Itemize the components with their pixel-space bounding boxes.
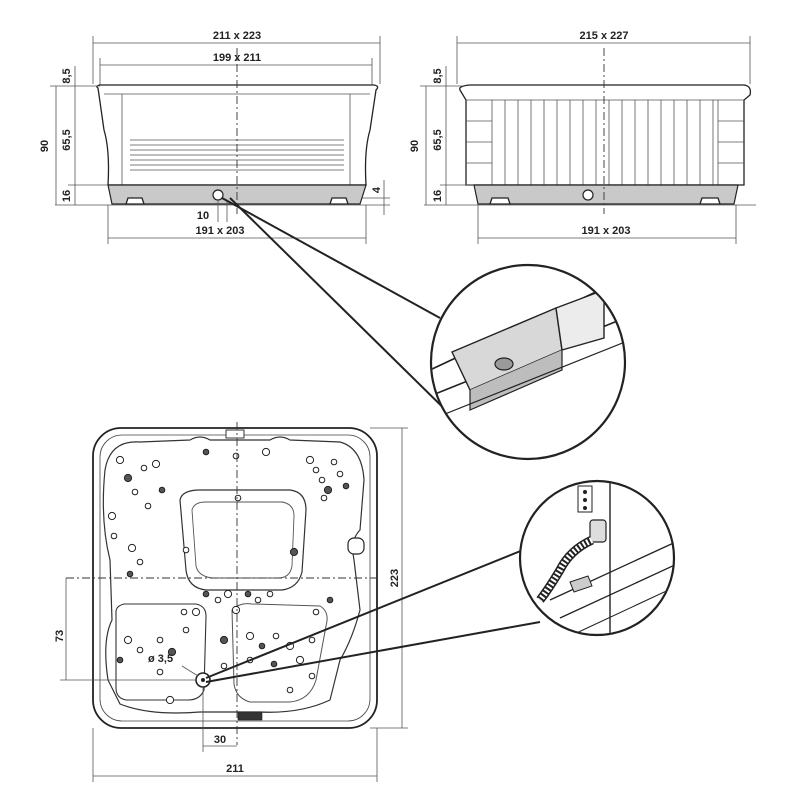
left-foot-label: 4 bbox=[371, 186, 383, 193]
jet-icon bbox=[244, 590, 252, 598]
jet-icon bbox=[232, 452, 240, 460]
jet-icon bbox=[258, 642, 266, 650]
jet-icon bbox=[180, 608, 188, 616]
right-drain-outlet bbox=[582, 189, 594, 201]
jet-icon bbox=[286, 686, 294, 694]
left-drain-outlet bbox=[212, 189, 224, 201]
left-top-width-label: 199 x 211 bbox=[213, 52, 261, 64]
jet-icon bbox=[308, 672, 316, 680]
jet-icon bbox=[182, 546, 190, 554]
drain-offset-x-label: 30 bbox=[214, 734, 226, 746]
right-base-width-label: 191 x 203 bbox=[582, 225, 631, 237]
jet-icon bbox=[123, 473, 133, 483]
jet-icon bbox=[165, 695, 175, 705]
left-overall-width-label: 211 x 223 bbox=[213, 30, 261, 42]
jet-icon bbox=[131, 488, 139, 496]
side-view-right: 215 x 227 90 8,5 65,5 16 bbox=[409, 30, 756, 244]
jet-icon bbox=[223, 589, 233, 599]
jet-icon bbox=[126, 570, 134, 578]
right-corner-panels bbox=[466, 100, 744, 185]
drain-offset-y-label: 73 bbox=[54, 630, 66, 642]
jet-icon bbox=[156, 668, 164, 676]
right-lip-label: 8,5 bbox=[432, 68, 444, 83]
jet-icon bbox=[202, 590, 210, 598]
jet-icon bbox=[312, 466, 320, 474]
jet-icon bbox=[336, 470, 344, 478]
right-base-height-label: 16 bbox=[432, 190, 444, 202]
jet-icon bbox=[158, 486, 166, 494]
jet-icon bbox=[272, 632, 280, 640]
right-panel-slats bbox=[504, 100, 714, 185]
top-view: ø 3,5 73 30 223 211 bbox=[54, 422, 408, 782]
jet-icon bbox=[123, 635, 133, 645]
left-shell-height-label: 65,5 bbox=[61, 129, 73, 150]
jet-icon bbox=[261, 447, 271, 457]
jet-group bbox=[107, 447, 350, 705]
right-total-height-label: 90 bbox=[409, 140, 421, 152]
footwell bbox=[179, 489, 307, 591]
drain-detail-callout bbox=[221, 197, 627, 461]
jet-icon bbox=[136, 558, 144, 566]
jet-icon bbox=[323, 485, 333, 495]
jet-icon bbox=[305, 455, 315, 465]
jet-icon bbox=[245, 631, 255, 641]
drain-diameter-label: ø 3,5 bbox=[148, 653, 173, 665]
jet-icon bbox=[107, 511, 117, 521]
jet-icon bbox=[308, 636, 316, 644]
right-base bbox=[473, 184, 739, 205]
hose-detail-callout bbox=[205, 479, 676, 683]
jet-icon bbox=[234, 494, 242, 502]
left-total-height-label: 90 bbox=[39, 140, 51, 152]
jet-icon bbox=[220, 662, 228, 670]
left-base-width-label: 191 x 203 bbox=[196, 225, 245, 237]
jet-icon bbox=[266, 590, 274, 598]
left-offset-label: 10 bbox=[197, 210, 209, 222]
lounge-seat bbox=[115, 603, 207, 701]
jet-icon bbox=[326, 596, 334, 604]
side-view-left: 211 x 223 199 x 211 bbox=[39, 30, 390, 244]
left-lip-label: 8,5 bbox=[61, 68, 73, 83]
jet-icon bbox=[136, 646, 144, 654]
jet-icon bbox=[151, 459, 161, 469]
jet-icon bbox=[295, 655, 305, 665]
jet-icon bbox=[140, 464, 148, 472]
jet-icon bbox=[342, 482, 350, 490]
right-overall-width-label: 215 x 227 bbox=[580, 30, 629, 42]
jet-icon bbox=[191, 607, 201, 617]
jet-icon bbox=[110, 532, 118, 540]
left-base-height-label: 16 bbox=[61, 190, 73, 202]
control-panel-icon bbox=[225, 429, 245, 439]
jet-icon bbox=[156, 636, 164, 644]
jet-icon bbox=[289, 547, 299, 557]
jet-icon bbox=[318, 476, 326, 484]
jet-icon bbox=[167, 647, 177, 657]
skimmer-icon bbox=[237, 711, 263, 721]
jet-icon bbox=[320, 494, 328, 502]
jet-icon bbox=[144, 502, 152, 510]
jet-icon bbox=[115, 455, 125, 465]
jet-icon bbox=[202, 448, 210, 456]
jet-icon bbox=[330, 458, 338, 466]
top-depth-label: 223 bbox=[389, 569, 401, 587]
jet-icon bbox=[116, 656, 124, 664]
jet-icon bbox=[214, 596, 222, 604]
jet-icon bbox=[219, 635, 229, 645]
jet-icon bbox=[127, 543, 137, 553]
jet-icon bbox=[312, 608, 320, 616]
right-tub-shell bbox=[459, 84, 752, 186]
jet-icon bbox=[254, 596, 262, 604]
jet-icon bbox=[270, 660, 278, 668]
jet-icon bbox=[231, 605, 241, 615]
top-width-label: 211 bbox=[226, 763, 244, 775]
jet-icon bbox=[182, 626, 190, 634]
right-shell-height-label: 65,5 bbox=[432, 129, 444, 150]
